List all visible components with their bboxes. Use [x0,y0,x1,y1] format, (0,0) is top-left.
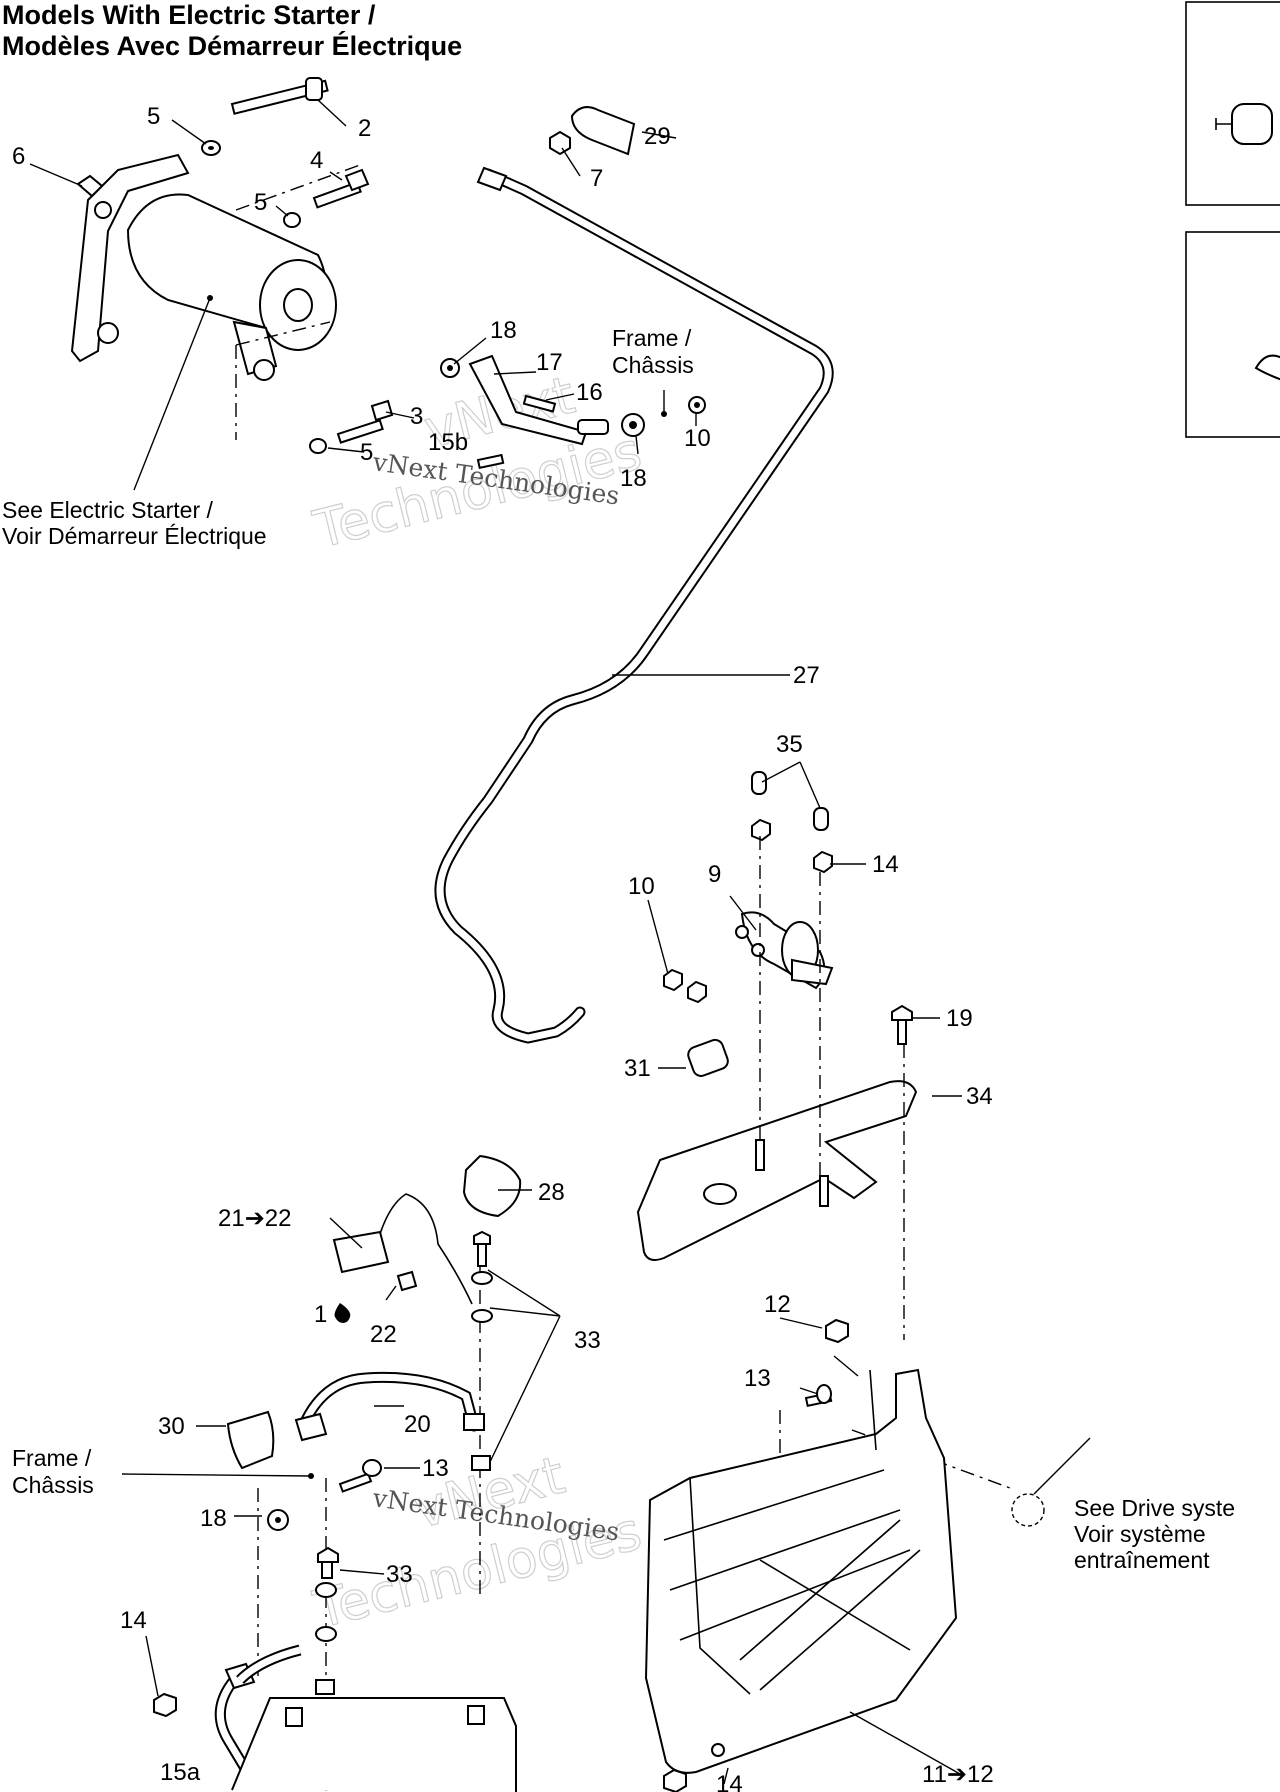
washer-5-mid [283,212,301,228]
callout-7: 7 [590,165,603,192]
frame-note-top-en: Frame / [612,325,692,351]
callout-18: 18 [620,465,647,492]
frame-note-top-fr: Châssis [612,352,694,378]
boot-35 [751,771,829,831]
callout-9: 9 [708,861,721,888]
inset-panel-top [1185,1,1280,206]
bolt-2 [230,77,329,115]
bolt-19 [891,1004,913,1045]
callout-2: 2 [358,115,371,142]
nut-10-top [688,396,706,414]
callout-15b: 15b [428,429,468,456]
callout-5: 5 [147,103,160,130]
callout-4: 4 [310,147,323,174]
nut-7 [549,130,571,156]
leader-lines [29,99,1091,1785]
drive-system-part [1011,1493,1045,1527]
nut-14-left [153,1692,177,1718]
stud-15b [476,453,505,470]
inset-panel-bottom [1185,231,1280,438]
callout-14: 14 [872,851,899,878]
callout-33: 33 [386,1561,413,1588]
drive-system-note-en: See Drive syste [1074,1495,1235,1521]
frame-note-bottom-fr: Châssis [12,1472,94,1498]
cable-terminal-17 [468,354,609,446]
terminal-cover-31 [687,1038,729,1077]
bolt-33-bottom [315,1546,339,1695]
terminal-cover-30 [226,1410,275,1470]
callout-17: 17 [536,349,563,376]
electric-starter-note-fr: Voir Démarreur Électrique [2,523,267,549]
bolt-4 [312,168,370,209]
callout-18: 18 [490,317,517,344]
callout-30: 30 [158,1413,185,1440]
battery [231,1697,517,1792]
callout-13: 13 [422,1455,449,1482]
callout-14: 14 [120,1607,147,1634]
callout-19: 19 [946,1005,973,1032]
bolt-13-left [338,1459,382,1493]
callout-11: 11➔12 [922,1761,994,1788]
callout-22: 22 [370,1321,397,1348]
nut-14-bottom [663,1768,687,1792]
callout-labels: 5 2 6 4 5 29 7 18 17 16 3 5 15b 10 18 27… [12,103,994,1792]
drive-system-note-fr2: entraînement [1074,1547,1210,1573]
callout-3: 3 [410,403,423,430]
callout-1: 1 [314,1301,327,1328]
battery-cable-27 [434,166,834,1044]
callout-14: 14 [716,1771,743,1792]
callout-10: 10 [628,873,655,900]
callout-21: 21➔22 [218,1205,292,1232]
callout-5: 5 [360,439,373,466]
nut-14-solenoid [751,818,833,874]
callout-15a: 15a [160,1759,201,1786]
lubricant-drop-icon [334,1303,351,1323]
washer-5-low [309,438,327,454]
battery-cable-15a [214,1644,302,1776]
cap-28 [462,1154,522,1218]
bolt-33-top [471,1230,493,1471]
starter-motor [70,153,337,381]
battery-tray-11 [644,1368,958,1774]
callout-35: 35 [776,731,803,758]
callout-12: 12 [764,1291,791,1318]
callout-16: 16 [576,379,603,406]
terminal-cap-29 [570,106,636,156]
fuse-22 [396,1270,418,1292]
callout-20: 20 [404,1411,431,1438]
callout-34: 34 [966,1083,993,1110]
star-washer-18-bottom [267,1509,289,1531]
page-title: Models With Electric Starter / Modèles A… [2,0,462,62]
watermark-bottom: vNext Technologies vNext Technologies [307,1445,648,1641]
nut-12 [825,1318,849,1344]
title-line-fr: Modèles Avec Démarreur Électrique [2,31,463,61]
callout-5: 5 [254,189,267,216]
washer-5-top [201,140,221,156]
callout-33: 33 [574,1327,601,1354]
fuse-holder-21 [332,1193,473,1305]
callout-6: 6 [12,143,25,170]
electric-starter-note-en: See Electric Starter / [2,497,214,523]
bolt-3 [336,399,394,444]
title-line-en: Models With Electric Starter / [2,0,376,30]
bolt-13-right [804,1384,833,1408]
callout-28: 28 [538,1179,565,1206]
callout-27: 27 [793,662,820,689]
solenoid-bracket-34 [636,1080,918,1261]
callout-31: 31 [624,1055,651,1082]
battery-cable-20 [294,1371,485,1442]
solenoid-9 [735,911,834,990]
callout-29: 29 [644,123,671,150]
text-notes: Frame / Châssis See Electric Starter / V… [2,325,1235,1573]
callout-13: 13 [744,1365,771,1392]
bolt-16 [522,394,557,413]
nut-10-solenoid [663,968,707,1004]
frame-note-bottom-en: Frame / [12,1445,92,1471]
callout-10: 10 [684,425,711,452]
callout-18: 18 [200,1505,227,1532]
drive-system-note-fr1: Voir système [1074,1521,1206,1547]
